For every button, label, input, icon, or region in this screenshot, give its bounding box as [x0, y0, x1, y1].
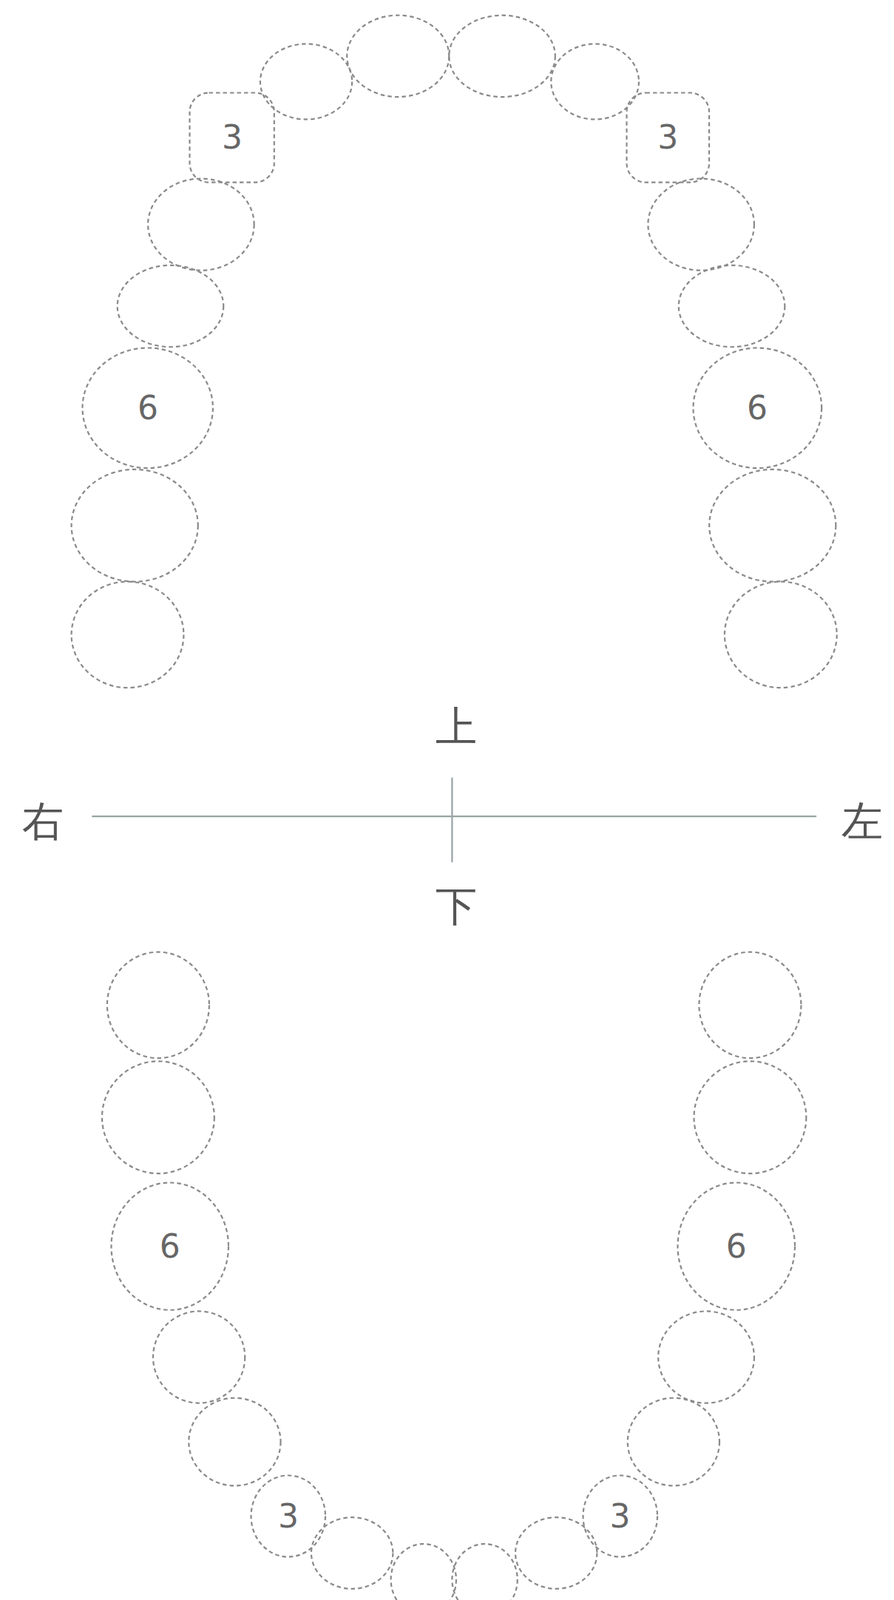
tooth [678, 265, 786, 347]
tooth [698, 952, 801, 1059]
numbered-tooth: 6 [692, 346, 824, 470]
tooth-shape [582, 1475, 657, 1558]
tooth [448, 15, 556, 97]
tooth-number: 3 [221, 121, 243, 154]
tooth [451, 1543, 517, 1600]
axis-line [91, 815, 817, 818]
numbered-tooth: 6 [110, 1181, 230, 1312]
numbered-tooth: 3 [581, 1474, 659, 1559]
tooth [153, 1311, 245, 1403]
numbered-tooth: 3 [188, 91, 276, 184]
tooth [188, 1398, 281, 1487]
tooth [71, 581, 185, 689]
tooth-number: 6 [159, 1230, 181, 1263]
tooth [647, 178, 755, 271]
numbered-tooth: 6 [676, 1181, 796, 1312]
tooth-number: 6 [726, 1230, 747, 1263]
tooth [391, 1543, 457, 1600]
numbered-tooth: 6 [81, 346, 214, 470]
tooth [147, 178, 255, 271]
numbered-tooth: 3 [249, 1474, 327, 1559]
tooth-shape [190, 93, 275, 183]
tooth-shape [251, 1475, 326, 1558]
tooth [102, 1061, 215, 1174]
tooth [346, 15, 449, 97]
tooth-number: 6 [137, 391, 159, 425]
tooth [117, 265, 225, 347]
direction-label: 左 [841, 800, 883, 843]
tooth [311, 1517, 393, 1590]
tooth [107, 952, 210, 1059]
tooth [658, 1311, 755, 1403]
tooth-number: 3 [609, 1500, 631, 1533]
tooth-number: 3 [278, 1500, 299, 1533]
axis-line [451, 777, 453, 863]
tooth-shape [692, 348, 822, 469]
tooth [71, 469, 199, 582]
tooth [693, 1061, 807, 1174]
direction-label: 右 [22, 800, 64, 843]
tooth-shape [678, 1183, 795, 1311]
tooth-shape [111, 1183, 229, 1311]
tooth [627, 1398, 720, 1487]
tooth-number: 6 [746, 391, 768, 425]
tooth [550, 43, 639, 120]
tooth [515, 1517, 597, 1590]
tooth [724, 581, 838, 689]
tooth-number: 3 [657, 121, 679, 154]
direction-label: 上 [435, 706, 477, 748]
tooth-shape [82, 348, 213, 469]
tooth [709, 469, 836, 582]
numbered-tooth: 3 [625, 91, 711, 184]
direction-label: 下 [435, 885, 477, 928]
tooth-shape [627, 93, 710, 183]
